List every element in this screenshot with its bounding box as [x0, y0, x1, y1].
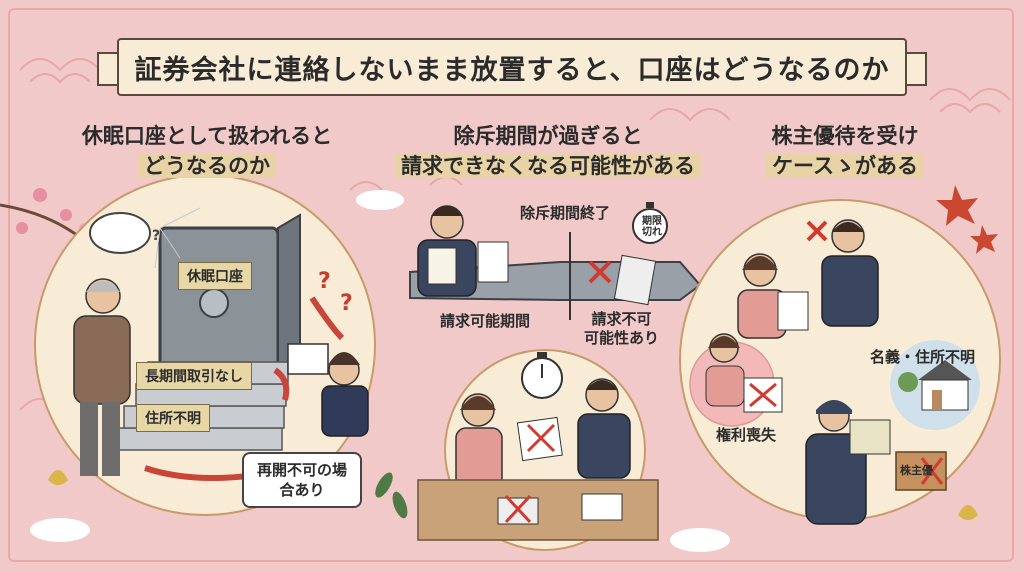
- stopwatch-icon: [632, 202, 668, 244]
- leaf-decoration: [375, 472, 408, 519]
- claim-possible-period: 請求可能期間: [440, 312, 531, 330]
- lost-rights-label: 権利喪失: [716, 426, 777, 444]
- middle-heading-line1: 除斥期間が過ぎると: [453, 124, 643, 148]
- dormant-safe: [154, 207, 301, 378]
- reopen-not-possible-bubble: 再開不可の場合あり: [242, 452, 362, 508]
- step-address-unknown: 住所不明: [136, 404, 210, 432]
- maple-leaf-decoration: [936, 185, 998, 254]
- svg-text:?: ?: [318, 269, 331, 294]
- red-arrow-icon: [273, 367, 290, 401]
- worried-woman: [705, 333, 745, 407]
- businessman-with-documents: [417, 205, 509, 297]
- thought-cloud: [89, 212, 151, 254]
- right-heading-line1: 株主優待を受け: [771, 124, 919, 148]
- middle-heading: 除斥期間が過ぎると 請求できなくなる可能性がある: [388, 121, 708, 181]
- elderly-man-figure: [73, 278, 131, 476]
- left-heading-line1: 休眠口座として扱われると: [81, 124, 333, 148]
- middle-heading-line2: 請求できなくなる可能性がある: [395, 154, 701, 178]
- deadline-label: 除斥期間終了: [520, 204, 611, 222]
- calendar-crossed-icon: [743, 377, 783, 413]
- meeting-scene: [417, 378, 659, 541]
- page-frame: [8, 8, 1014, 562]
- question-mark-icon: ???: [152, 228, 353, 316]
- claim-not-possible-line2: 可能性あり: [584, 329, 660, 347]
- businessman-right: [806, 219, 879, 327]
- svg-text:?: ?: [152, 228, 160, 244]
- cloud-decoration: [30, 190, 730, 552]
- step-long-no-trade: 長期間取引なし: [136, 362, 252, 390]
- expired-stamp-text: 期限切れ: [642, 216, 662, 238]
- wave-pattern-decoration: [19, 58, 1011, 412]
- safe-label: 休眠口座: [178, 262, 252, 290]
- parcel-box-icon: [895, 451, 947, 491]
- claim-not-possible-line1: 請求不可: [591, 310, 652, 328]
- delivery-man-figure: [805, 400, 891, 525]
- name-address-unknown: 名義・住所不明: [870, 348, 976, 366]
- right-heading: 株主優待を受け ケースゝがある: [745, 121, 945, 181]
- left-heading: 休眠口座として扱われると どうなるのか: [72, 121, 342, 181]
- svg-text:?: ?: [340, 291, 353, 316]
- right-heading-line2: ケースゝがある: [766, 154, 924, 178]
- page-title: 証券会社に連絡しないまま放置すると、口座はどうなるのか: [97, 38, 927, 96]
- woman-with-document: [737, 253, 809, 339]
- house-icon: [898, 360, 972, 411]
- left-heading-line2: どうなるのか: [138, 154, 276, 178]
- parcel-box-label: 株主優: [900, 464, 933, 477]
- clerk-woman-figure: [287, 343, 369, 437]
- red-arrow-icon: [309, 296, 345, 341]
- stopwatch-icon: [521, 352, 563, 399]
- claim-not-possible: 請求不可 可能性あり: [584, 310, 659, 348]
- expired-document: [588, 254, 657, 306]
